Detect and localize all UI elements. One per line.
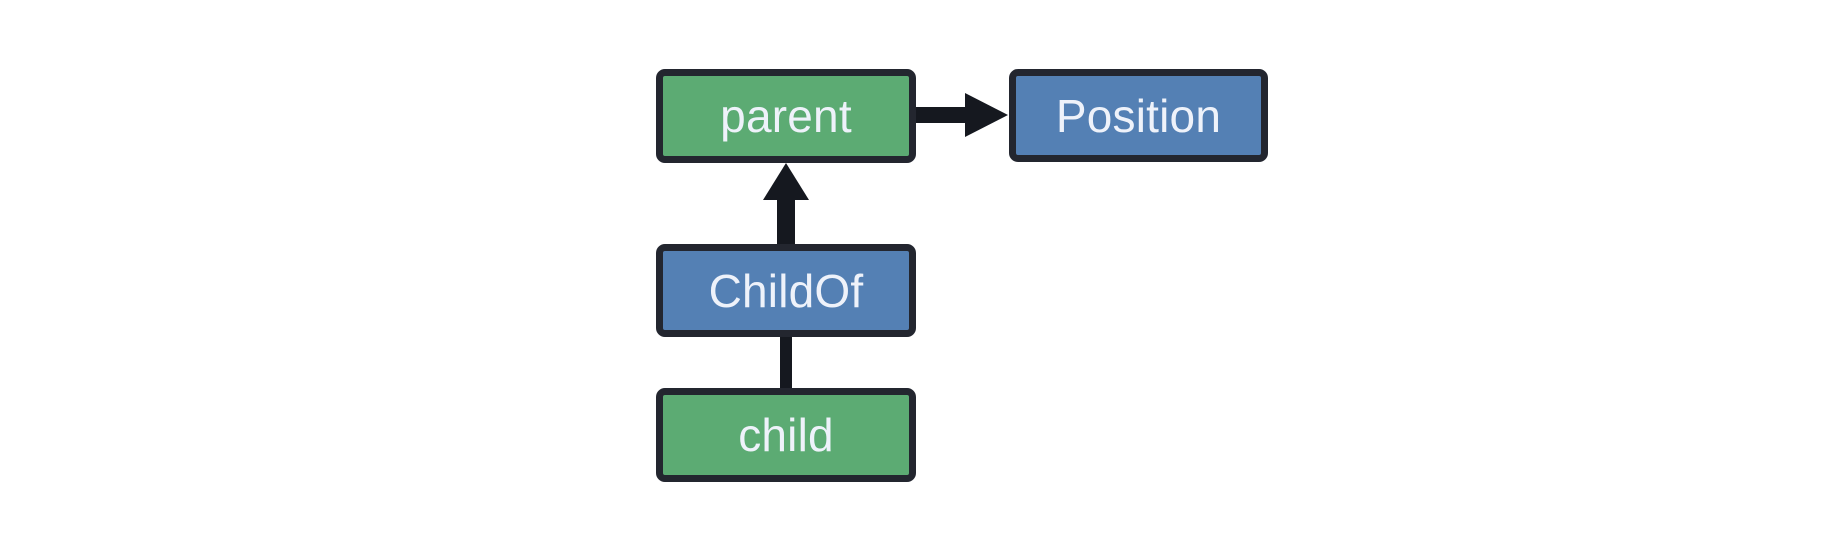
- node-parent[interactable]: parent: [656, 69, 916, 163]
- node-parent-label: parent: [720, 90, 852, 142]
- node-child-label: child: [738, 409, 834, 461]
- edge-child-to-childof: [780, 336, 792, 390]
- node-position-label: Position: [1055, 89, 1222, 142]
- edge-childof-to-parent: [763, 163, 809, 244]
- node-childof-label: ChildOf: [708, 264, 864, 317]
- node-child[interactable]: child: [656, 388, 916, 482]
- edge-parent-to-position: [914, 93, 1008, 137]
- node-position[interactable]: Position: [1009, 69, 1268, 162]
- node-childof[interactable]: ChildOf: [656, 244, 916, 337]
